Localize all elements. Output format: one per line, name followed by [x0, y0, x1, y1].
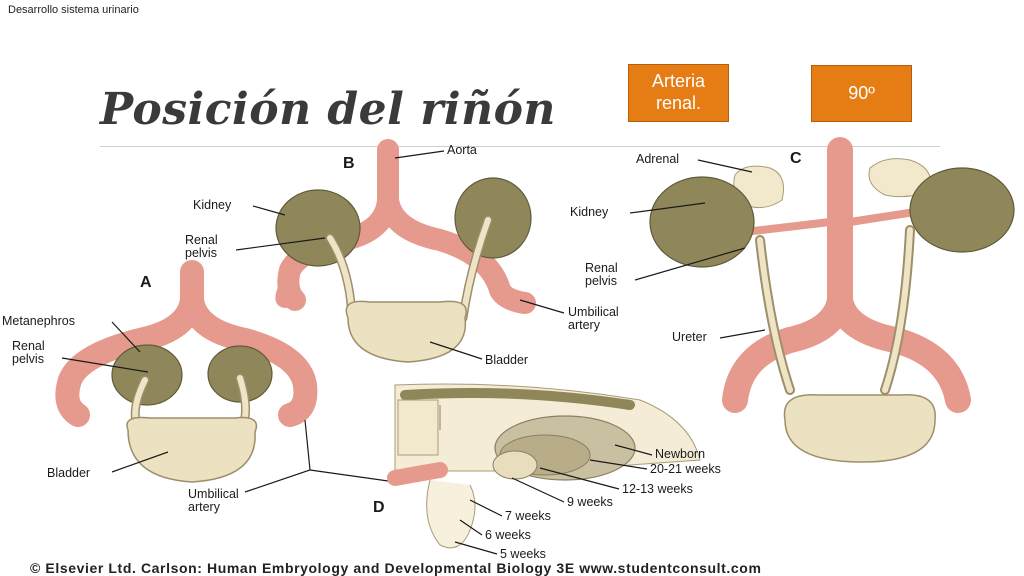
renal-pelvis-c-label-1: Renal: [585, 261, 618, 275]
panel-a-letter: A: [140, 274, 152, 291]
bladder-a-label: Bladder: [47, 466, 90, 480]
renal-pelvis-a-label-1: Renal: [12, 339, 45, 353]
renal-pelvis-c-label-2: pelvis: [585, 274, 617, 288]
panel-c-bladder: [783, 393, 936, 463]
panel-c-ureter-left: [757, 237, 793, 393]
kidney-c-label: Kidney: [570, 205, 609, 219]
metanephros-label: Metanephros: [2, 314, 75, 328]
panel-a-aorta-left: [55, 260, 204, 427]
panel-d-umbilical-artery: [387, 462, 448, 486]
weeks-9-label: 9 weeks: [567, 495, 613, 509]
weeks-5-label: 5 weeks: [500, 547, 546, 561]
header-label: Desarrollo sistema urinario: [8, 4, 139, 16]
panel-b-bladder: [345, 300, 467, 363]
panel-b-letter: B: [343, 155, 355, 172]
umbilical-artery-a-label-1: Umbilical: [188, 487, 239, 501]
panel-a-kidney-left: [111, 344, 183, 406]
weeks-6-label: 6 weeks: [485, 528, 531, 542]
umbilical-artery-b-label-1: Umbilical: [568, 305, 619, 319]
panel-c-letter: C: [790, 150, 802, 167]
renal-pelvis-b-label-1: Renal: [185, 233, 218, 247]
ureter-label: Ureter: [672, 330, 707, 344]
newborn-label: Newborn: [655, 447, 705, 461]
panel-d-spine: [400, 387, 635, 410]
panel-d-letter: D: [373, 499, 385, 516]
panel-d-early-kidney: [492, 450, 538, 480]
panel-c-renal-arteries: [741, 208, 919, 236]
bladder-b-label: Bladder: [485, 353, 528, 367]
panel-a-aorta-right: [180, 288, 318, 427]
renal-pelvis-a-label-2: pelvis: [12, 352, 44, 366]
weeks-20-21-label: 20-21 weeks: [650, 462, 721, 476]
umbilical-artery-b-label-2: artery: [568, 318, 601, 332]
panel-b-kidney-right: [454, 177, 532, 259]
panel-c-kidney-right: [909, 167, 1015, 253]
panel-c-kidney-left: [649, 176, 755, 268]
umbilical-artery-a-label-2: artery: [188, 500, 221, 514]
copyright-footer: © Elsevier Ltd. Carlson: Human Embryolog…: [30, 560, 762, 576]
ninety-degrees-box: 90º: [811, 65, 912, 122]
weeks-12-13-label: 12-13 weeks: [622, 482, 693, 496]
kidney-b-label: Kidney: [193, 198, 232, 212]
renal-pelvis-b-label-2: pelvis: [185, 246, 217, 260]
panel-a-bladder: [126, 416, 258, 483]
aorta-label: Aorta: [447, 143, 477, 157]
panel-d-metanephros-path: [426, 479, 476, 549]
panel-d-vertebra: [397, 399, 439, 456]
panel-a: A Metanephros Renal pelvis Bladder Umbil…: [2, 260, 396, 514]
adrenal-label: Adrenal: [636, 152, 679, 166]
panel-b-umbilical-left: [275, 272, 298, 308]
panel-d: D Newborn 20-21 weeks 12-13 weeks 9 week…: [373, 383, 721, 561]
slide-title: Posición del riñón: [100, 84, 556, 135]
panel-b-kidney-left: [275, 189, 361, 267]
title-divider: [100, 146, 940, 147]
panel-b: B Aorta Kidney Renal pelvis Umbilical ar…: [185, 139, 619, 367]
panel-c-ureter-right: [882, 227, 913, 393]
weeks-7-label: 7 weeks: [505, 509, 551, 523]
panel-c: C Adrenal Kidney Renal pelvis Ureter: [570, 137, 1015, 463]
